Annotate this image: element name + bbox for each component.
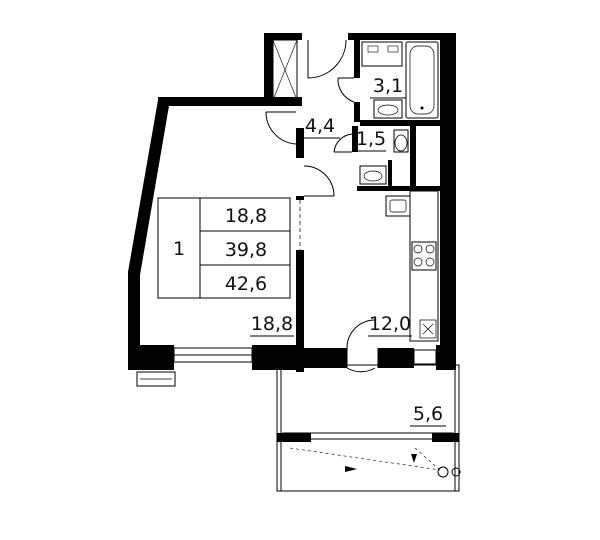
bathtub — [405, 41, 439, 119]
room-area-living-room: 18,8 — [251, 313, 293, 335]
balcony-outline — [276, 364, 461, 492]
toilet-sink — [359, 165, 387, 185]
kitchen-fan — [419, 319, 437, 339]
stove — [411, 241, 437, 271]
area-summary-table: 1 18,8 39,8 42,6 — [157, 197, 291, 299]
room-area-hallway: 4,4 — [305, 115, 335, 137]
kitchen-sink — [385, 195, 411, 217]
room-area-bathroom: 3,1 — [373, 75, 403, 97]
total-area-value: 42,6 — [225, 273, 267, 295]
room-label-bathroom: 3,1 — [370, 75, 406, 99]
bathroom-sink — [373, 99, 403, 119]
storage-closet — [272, 39, 298, 101]
room-area-kitchen: 12,0 — [369, 313, 411, 335]
walls — [128, 33, 456, 372]
room-label-balcony: 5,6 — [410, 403, 446, 427]
room-label-kitchen: 12,0 — [368, 313, 412, 337]
room-label-living-room: 18,8 — [250, 313, 294, 337]
room-label-toilet: 1,5 — [356, 128, 386, 152]
toilet — [393, 129, 409, 153]
living-area-value: 18,8 — [225, 205, 267, 227]
kitchen-counter — [409, 190, 439, 342]
doors — [265, 39, 379, 373]
room-area-balcony: 5,6 — [413, 403, 443, 425]
room-label-hallway: 4,4 — [300, 115, 340, 139]
rooms-count: 1 — [173, 238, 185, 260]
windows — [136, 347, 437, 387]
washing-machine — [361, 41, 403, 67]
room-area-toilet: 1,5 — [356, 128, 386, 150]
area-without-balcony-value: 39,8 — [225, 239, 267, 261]
